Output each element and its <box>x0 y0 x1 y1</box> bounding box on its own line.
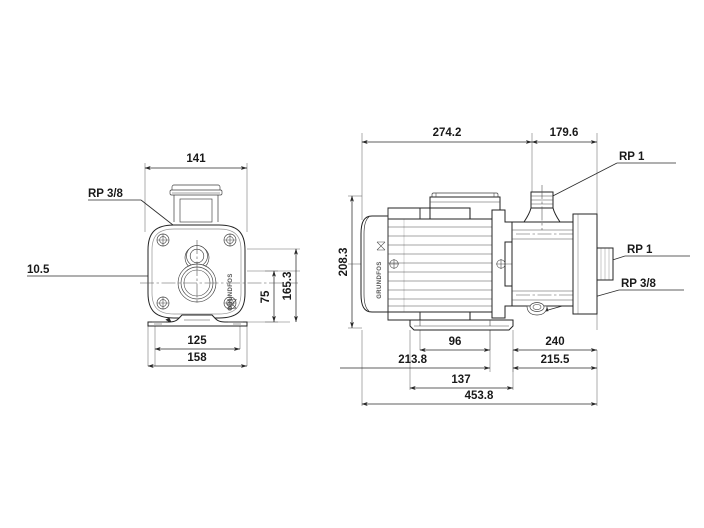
side-suction-port <box>596 247 614 281</box>
front-main-port <box>140 262 298 304</box>
dimension-274-2: 274.2 <box>361 127 533 144</box>
dimension-141-label: 141 <box>186 153 206 165</box>
front-housing-corner-bolts <box>156 233 237 310</box>
dimension-213-8: 213.8 <box>340 354 491 370</box>
dimension-208-3-label: 208.3 <box>338 248 350 277</box>
side-discharge-port <box>523 185 561 230</box>
dimension-179-6-label: 179.6 <box>550 127 579 139</box>
callout-rp-3-8-drain-label: RP 3/8 <box>621 278 657 290</box>
side-shaft-center-mark <box>389 259 399 269</box>
dimension-158: 158 <box>147 352 248 368</box>
dimension-158-label: 158 <box>187 352 207 364</box>
side-motor-fan-cover <box>360 215 389 313</box>
front-view-extension-lines <box>144 163 300 366</box>
dimension-453-8: 453.8 <box>361 390 598 406</box>
front-view: 141 165.3 75 125 158 <box>27 153 300 368</box>
bolt-bottom-right <box>223 296 237 310</box>
side-coupling-flange <box>491 209 513 319</box>
dimension-96: 96 <box>419 336 491 352</box>
dimension-215-5: 215.5 <box>512 354 598 370</box>
dimension-208-3: 208.3 <box>338 195 354 329</box>
dimension-96-label: 96 <box>449 336 462 348</box>
callout-rp-1-discharge-label: RP 1 <box>619 151 645 163</box>
side-flange-bolt-mark <box>496 259 506 269</box>
front-logo-text: GRUNDFOS <box>228 273 234 311</box>
dimension-215-5-label: 215.5 <box>541 354 570 366</box>
dimension-75: 75 <box>260 270 276 323</box>
front-base-feet <box>147 314 248 327</box>
bolt-top-left <box>156 233 170 247</box>
side-grundfos-logo-icon <box>376 241 386 251</box>
front-brand-logo: GRUNDFOS <box>227 273 237 311</box>
side-brand-logo: GRUNDFOS <box>376 241 399 299</box>
side-pump-end-flange <box>572 213 598 315</box>
side-view: 274.2 179.6 208.3 96 240 <box>338 127 690 406</box>
dimension-141: 141 <box>144 153 248 170</box>
callout-rp-1-suction-label: RP 1 <box>627 244 653 256</box>
dimension-240: 240 <box>512 336 598 352</box>
front-grundfos-logo-icon <box>227 299 237 309</box>
side-drain-plug <box>526 302 548 316</box>
side-logo-text: GRUNDFOS <box>377 261 383 299</box>
front-terminal-box <box>169 184 223 223</box>
callout-rp-3-8-front-label: RP 3/8 <box>88 188 124 200</box>
side-motor-housing <box>387 207 493 321</box>
dimension-75-label: 75 <box>260 290 272 303</box>
dimension-453-8-label: 453.8 <box>465 390 494 402</box>
dimension-125: 125 <box>154 335 241 351</box>
dimension-137: 137 <box>409 374 514 390</box>
bolt-top-right <box>223 233 237 247</box>
dimension-137-label: 137 <box>451 374 470 386</box>
callout-rp-1-discharge: RP 1 <box>544 151 676 201</box>
dimension-240-label: 240 <box>545 336 564 348</box>
callout-rp-3-8-drain: RP 3/8 <box>540 278 684 313</box>
dimension-165-3-label: 165.3 <box>282 272 294 301</box>
callout-10-5-label: 10.5 <box>27 264 50 276</box>
dimension-125-label: 125 <box>187 335 207 347</box>
side-base-feet <box>409 319 514 331</box>
dimension-179-6: 179.6 <box>531 127 598 144</box>
dimension-165-3: 165.3 <box>282 248 298 323</box>
dimension-274-2-label: 274.2 <box>433 127 462 139</box>
bolt-bottom-left <box>156 296 170 310</box>
side-motor-cooling-fins <box>388 226 492 307</box>
side-pump-head <box>511 221 574 307</box>
dimension-213-8-label: 213.8 <box>398 354 427 366</box>
